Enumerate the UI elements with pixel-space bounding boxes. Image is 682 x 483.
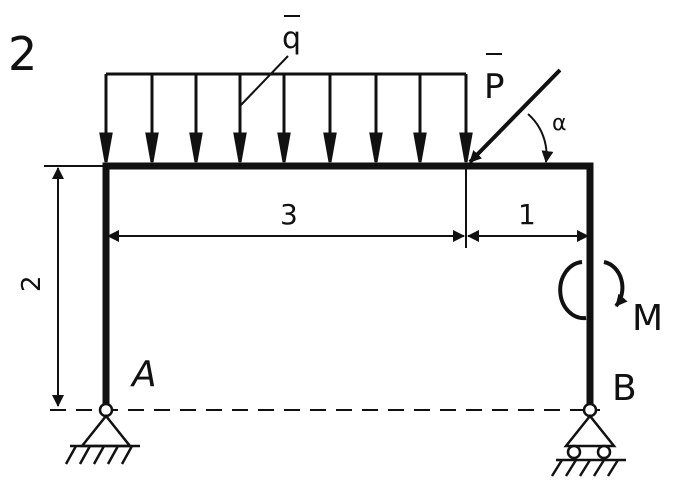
load-arrowhead [189,132,203,163]
q-leader-line [239,55,289,107]
load-arrowhead [99,132,113,163]
support-b-triangle [563,413,617,448]
load-arrowhead [459,132,473,163]
support-b-label: B [612,368,637,409]
load-arrowhead [323,132,337,163]
distributed-load [99,72,473,163]
alpha-label: α [552,111,567,136]
load-arrowhead [369,132,383,163]
angle-arc [527,113,554,163]
roller-right [596,444,612,460]
moment-arc-arrow [603,260,628,308]
dim-span-right-label: 1 [518,198,536,231]
support-a-label: A [130,354,157,395]
support-a-triangle [79,413,133,448]
frame [102,162,594,412]
problem-number: 2 [8,27,37,81]
dim-height-label: 2 [17,275,47,292]
dim-span-left-label: 3 [280,198,298,231]
support-b [550,402,626,477]
q-label: q [282,21,301,56]
vertical-dimension [44,165,104,407]
roller-left [566,444,582,460]
load-arrowhead [233,132,247,163]
p-label: P [484,67,505,107]
load-arrowhead [413,132,427,163]
moment-arc [558,260,587,321]
load-arrowhead [145,132,159,163]
force-p-arrow [468,68,562,164]
moment-label: M [632,298,663,339]
horizontal-dimension [107,166,589,248]
load-arrowhead [277,132,291,163]
support-a [64,402,140,465]
